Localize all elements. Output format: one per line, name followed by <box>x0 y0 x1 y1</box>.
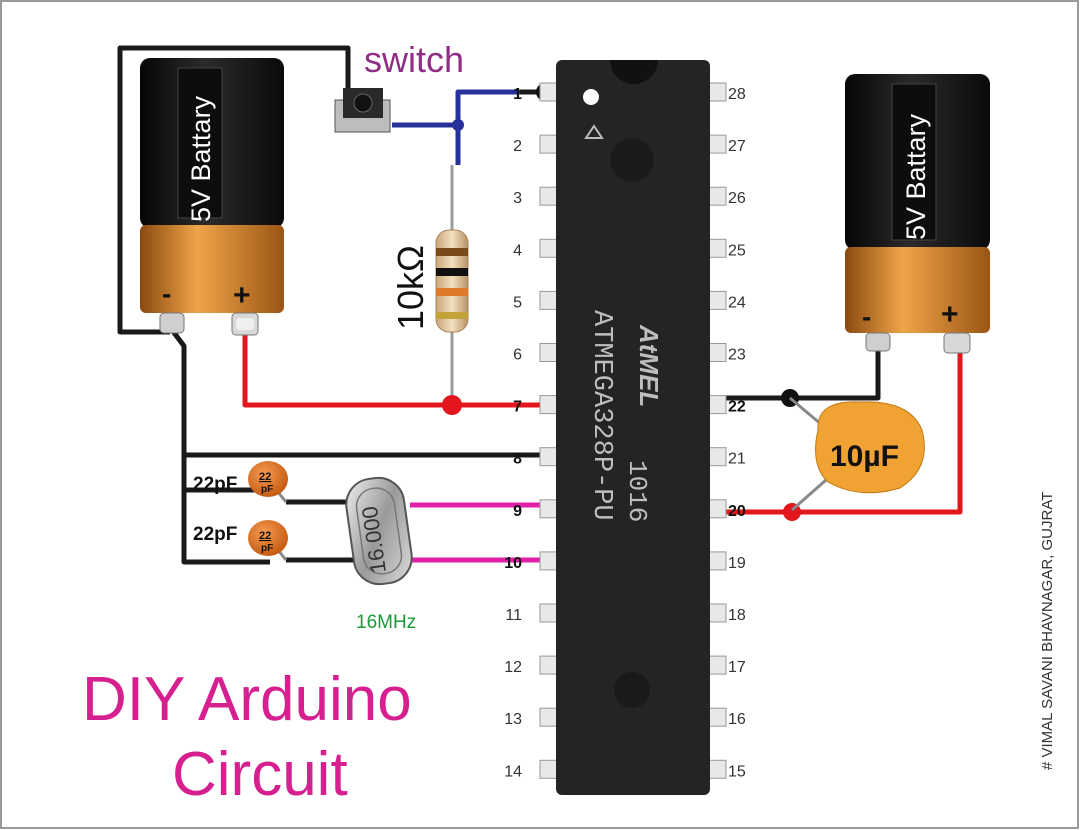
chip-date-code: 1016 <box>622 460 652 522</box>
battery-left-label: 5V Battary <box>186 95 216 222</box>
battery-left: 5V Battary - + <box>140 58 284 336</box>
pin-number-right: 21 <box>728 451 746 468</box>
cap-bottom-marking-unit: pF <box>261 543 273 554</box>
pin-number-right: 19 <box>728 555 746 572</box>
cap-top-marking-value: 22 <box>259 471 271 483</box>
battery-right: 5V Battary - + <box>845 74 990 354</box>
chip-pin-right <box>707 343 727 362</box>
chip-part-number: ATMEGA328P-PU <box>586 310 616 521</box>
reset-wire <box>392 89 520 165</box>
switch-label: switch <box>364 39 464 80</box>
capacitor-10uf: 10µF <box>789 396 925 512</box>
pin-number-left: 6 <box>513 347 522 364</box>
chip-pin-right <box>707 134 727 154</box>
chip-pin-right <box>707 499 727 519</box>
push-switch: switch <box>334 39 464 133</box>
capacitor-22pf-top: 22 pF 22pF <box>193 461 288 503</box>
chip-pin-right <box>707 655 727 675</box>
cap-left-top-label: 22pF <box>193 474 237 495</box>
title-line1: DIY Arduino <box>82 665 412 734</box>
chip-pin-left <box>539 343 559 362</box>
battery-right-label: 5V Battary <box>901 113 931 240</box>
battery-left-minus: - <box>162 278 171 309</box>
capacitor-22pf-bottom: 22 pF 22pF <box>193 520 288 561</box>
chip-pin-left <box>539 290 559 310</box>
chip-pin-left <box>539 395 559 415</box>
credit-text: # VIMAL SAVANI BHAVNAGAR, GUJRAT <box>1039 492 1056 770</box>
chip-pin-left <box>539 499 559 519</box>
resistor-10k: 10kΩ <box>390 229 469 333</box>
chip-pin-right <box>707 82 727 102</box>
pin-number-right: 16 <box>728 711 746 728</box>
battery-right-plus: + <box>941 298 959 331</box>
pin1-dot-icon <box>583 89 599 105</box>
pin-number-left: 14 <box>504 763 522 780</box>
pin-number-left: 7 <box>513 399 522 416</box>
chip-pin-left <box>539 655 559 675</box>
pin-number-left: 13 <box>504 711 522 728</box>
triangle-mark-icon <box>584 124 604 139</box>
chip-pin-right <box>707 238 727 258</box>
pin-number-right: 17 <box>728 659 746 676</box>
cap-bottom-marking-value: 22 <box>259 530 271 542</box>
cap-right-label: 10µF <box>830 440 899 473</box>
pin-number-right: 23 <box>728 347 746 364</box>
crystal-oscillator: 16.000 16MHz <box>345 476 416 633</box>
crystal-frequency-label: 16MHz <box>356 612 416 633</box>
chip-pin-right <box>707 447 727 467</box>
chip-pin-left <box>539 134 559 154</box>
pin-number-left: 4 <box>513 242 522 259</box>
chip-pin-right <box>707 759 727 779</box>
crystal-wires <box>410 502 540 563</box>
chip-pin-left <box>539 707 559 727</box>
resistor-label: 10kΩ <box>390 245 431 330</box>
pin-number-right: 18 <box>728 607 746 624</box>
cap-left-bottom-label: 22pF <box>193 524 237 545</box>
chip-pin-left <box>539 447 559 467</box>
chip-pin-right <box>707 707 727 727</box>
chip-pin-left <box>539 238 559 258</box>
pin-number-left: 1 <box>513 86 522 103</box>
pin-number-left: 5 <box>513 294 522 311</box>
chip-pin-left <box>539 759 559 779</box>
pin-number-left: 3 <box>513 190 522 207</box>
chip-pin-right <box>707 186 727 206</box>
pin-number-left: 8 <box>513 451 522 468</box>
pin-number-left: 12 <box>504 659 522 676</box>
pin-number-left: 9 <box>513 503 522 520</box>
chip-pin-right <box>707 290 727 310</box>
pin-number-right: 25 <box>728 242 746 259</box>
chip-pin-right <box>707 603 727 623</box>
chip-pin-left <box>539 82 559 102</box>
pin-number-right: 15 <box>728 763 746 780</box>
pin-number-left: 2 <box>513 138 522 155</box>
pin-number-right: 24 <box>728 294 746 311</box>
pin-number-right: 27 <box>728 138 746 155</box>
battery-right-minus: - <box>862 301 871 332</box>
cap-top-marking-unit: pF <box>261 484 273 495</box>
pin-number-left: 11 <box>505 607 522 624</box>
chip-pin-left <box>539 551 559 571</box>
title-line2: Circuit <box>172 740 348 809</box>
chip-brand: AtMEL <box>634 324 664 407</box>
pin-number-right: 28 <box>728 86 746 103</box>
atmega328p-chip: AtMEL ATMEGA328P-PU 1016 123456789101112… <box>504 60 746 795</box>
battery-left-plus: + <box>233 279 251 312</box>
chip-pin-right <box>707 395 727 415</box>
pin-number-right: 20 <box>728 503 746 520</box>
chip-pin-right <box>707 551 727 571</box>
pin-number-left: 10 <box>504 555 522 572</box>
pin-number-right: 26 <box>728 190 746 207</box>
chip-pin-left <box>539 186 559 206</box>
chip-pin-left <box>539 603 559 623</box>
pin-number-right: 22 <box>728 399 746 416</box>
